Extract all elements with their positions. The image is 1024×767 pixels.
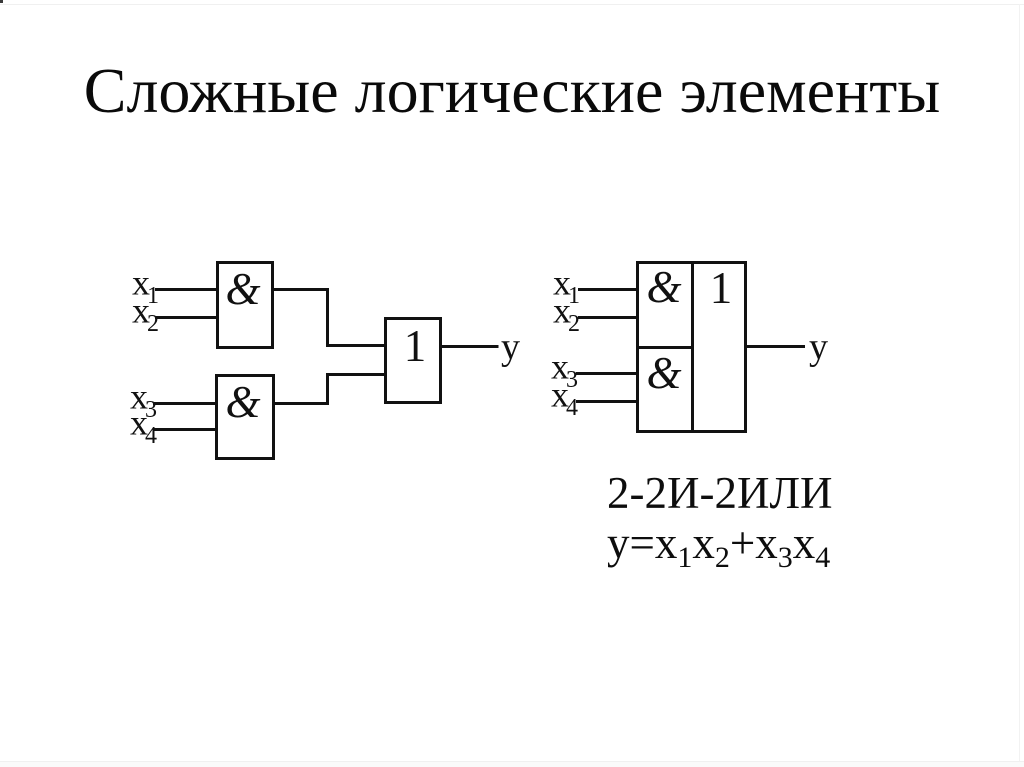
caption: 2-2И-2ИЛИ y=x1x2+x3x4 bbox=[607, 468, 833, 573]
input-label-x3-sub: 3 bbox=[145, 397, 157, 423]
input-label-x4: x bbox=[551, 375, 569, 415]
combined-element-diagram: & & 1 x 1 x 2 x 3 x 4 y bbox=[551, 261, 828, 433]
formula-subscript: 1 bbox=[677, 541, 693, 574]
separate-gates-diagram: & & 1 x 1 x 2 x 3 x 4 y bbox=[130, 261, 520, 460]
corner-artifact bbox=[0, 0, 3, 3]
slide-right-border bbox=[1019, 4, 1020, 767]
and-gate-2-symbol: & bbox=[225, 377, 260, 427]
slide-bottom-border bbox=[0, 761, 1024, 767]
formula-part: +x bbox=[729, 518, 778, 568]
input-label-x1-sub: 1 bbox=[568, 283, 580, 309]
or-gate-box bbox=[384, 317, 442, 404]
caption-element-name: 2-2И-2ИЛИ bbox=[607, 468, 833, 518]
input-label-x2-sub: 2 bbox=[568, 311, 580, 337]
input-label-x2-sub: 2 bbox=[147, 311, 159, 337]
formula-subscript: 3 bbox=[777, 541, 793, 574]
formula-subscript: 4 bbox=[815, 541, 831, 574]
output-label-y: y bbox=[501, 326, 520, 368]
input-label-x2: x bbox=[553, 291, 571, 331]
input-label-x4: x bbox=[130, 403, 148, 443]
wire-and2-to-or bbox=[272, 373, 386, 405]
and-gate-1-symbol: & bbox=[225, 264, 260, 314]
or-gate-symbol: 1 bbox=[404, 321, 427, 371]
caption-formula: y=x1x2+x3x4 bbox=[607, 518, 832, 573]
slide-title: Сложные логические элементы bbox=[83, 55, 941, 126]
output-label-y: y bbox=[809, 326, 828, 368]
wire-and1-to-or bbox=[271, 288, 386, 347]
input-label-x1-sub: 1 bbox=[147, 283, 159, 309]
and-gate-2-box bbox=[215, 374, 275, 460]
input-label-x2: x bbox=[132, 291, 150, 331]
and-section-top-symbol: & bbox=[646, 262, 681, 312]
formula-subscript: 2 bbox=[714, 541, 730, 574]
input-label-x1: x bbox=[132, 263, 150, 303]
input-label-x4-sub: 4 bbox=[145, 423, 157, 449]
formula-part: y=x bbox=[607, 518, 678, 568]
and-section-bottom-symbol: & bbox=[646, 348, 681, 398]
slide-top-border bbox=[0, 4, 1024, 5]
input-label-x4-sub: 4 bbox=[566, 395, 578, 421]
and-gate-1-box bbox=[216, 261, 274, 349]
input-label-x3: x bbox=[551, 347, 569, 387]
formula-part: x bbox=[692, 518, 715, 568]
or-section-symbol: 1 bbox=[710, 263, 733, 313]
input-label-x3-sub: 3 bbox=[566, 367, 578, 393]
input-label-x1: x bbox=[553, 263, 571, 303]
formula-part: x bbox=[792, 518, 816, 568]
input-label-x3: x bbox=[130, 377, 148, 417]
